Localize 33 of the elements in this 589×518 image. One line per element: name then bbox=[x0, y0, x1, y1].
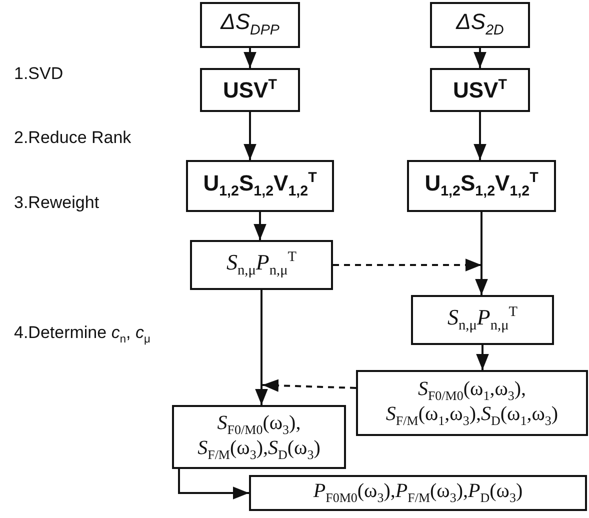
arrow bbox=[333, 258, 482, 272]
step-label: 3.Reweight bbox=[14, 193, 100, 213]
process-box bbox=[411, 295, 554, 345]
process-box bbox=[200, 68, 300, 112]
formula-text: USV$^{T}$ bbox=[453, 78, 507, 102]
arrow bbox=[244, 112, 256, 160]
arrow bbox=[474, 48, 486, 68]
formula-text: USV$^{T}$ bbox=[223, 78, 277, 102]
step-label: 2.Reduce Rank bbox=[14, 128, 132, 148]
arrow bbox=[262, 379, 356, 392]
arrow bbox=[255, 290, 268, 405]
arrow bbox=[178, 469, 249, 500]
arrow bbox=[475, 212, 488, 295]
formula-text: S$_{F0/M0}$(ω$_{1}$,ω$_{3}$), S$_{F/M}$(ω$_{1}$,ω$_{3}$),S$_{D}$(ω$_{1}$,ω$_{3}$) bbox=[384, 378, 560, 428]
process-box bbox=[249, 475, 587, 511]
arrow bbox=[244, 48, 256, 68]
process-box bbox=[190, 240, 333, 290]
process-box bbox=[430, 2, 530, 48]
formula-text: S$_{F0/M0}$(ω$_{3}$), S$_{F/M}$(ω$_{3}$),S$_{D}$(ω$_{3}$) bbox=[196, 412, 322, 462]
step-label: 1.SVD bbox=[14, 64, 64, 84]
arrow bbox=[474, 112, 486, 160]
process-box bbox=[172, 405, 346, 469]
process-box bbox=[200, 2, 300, 48]
formula-text: ΔS$_{DPP}$ bbox=[220, 10, 280, 40]
formula-text: P$_{F0M0}$(ω$_{3}$),P$_{F/M}$(ω$_{3}$),P$_{D}$(ω$_{3}$) bbox=[313, 480, 523, 506]
process-box bbox=[186, 160, 334, 212]
step-label: 4.Determine c$_{n}$, c$_{μ}$ bbox=[14, 323, 150, 346]
formula-text: ΔS$_{2D}$ bbox=[456, 10, 504, 40]
arrow bbox=[254, 212, 266, 240]
process-box bbox=[430, 68, 530, 112]
process-box bbox=[356, 370, 588, 436]
process-box bbox=[407, 160, 556, 212]
arrow bbox=[476, 345, 489, 370]
